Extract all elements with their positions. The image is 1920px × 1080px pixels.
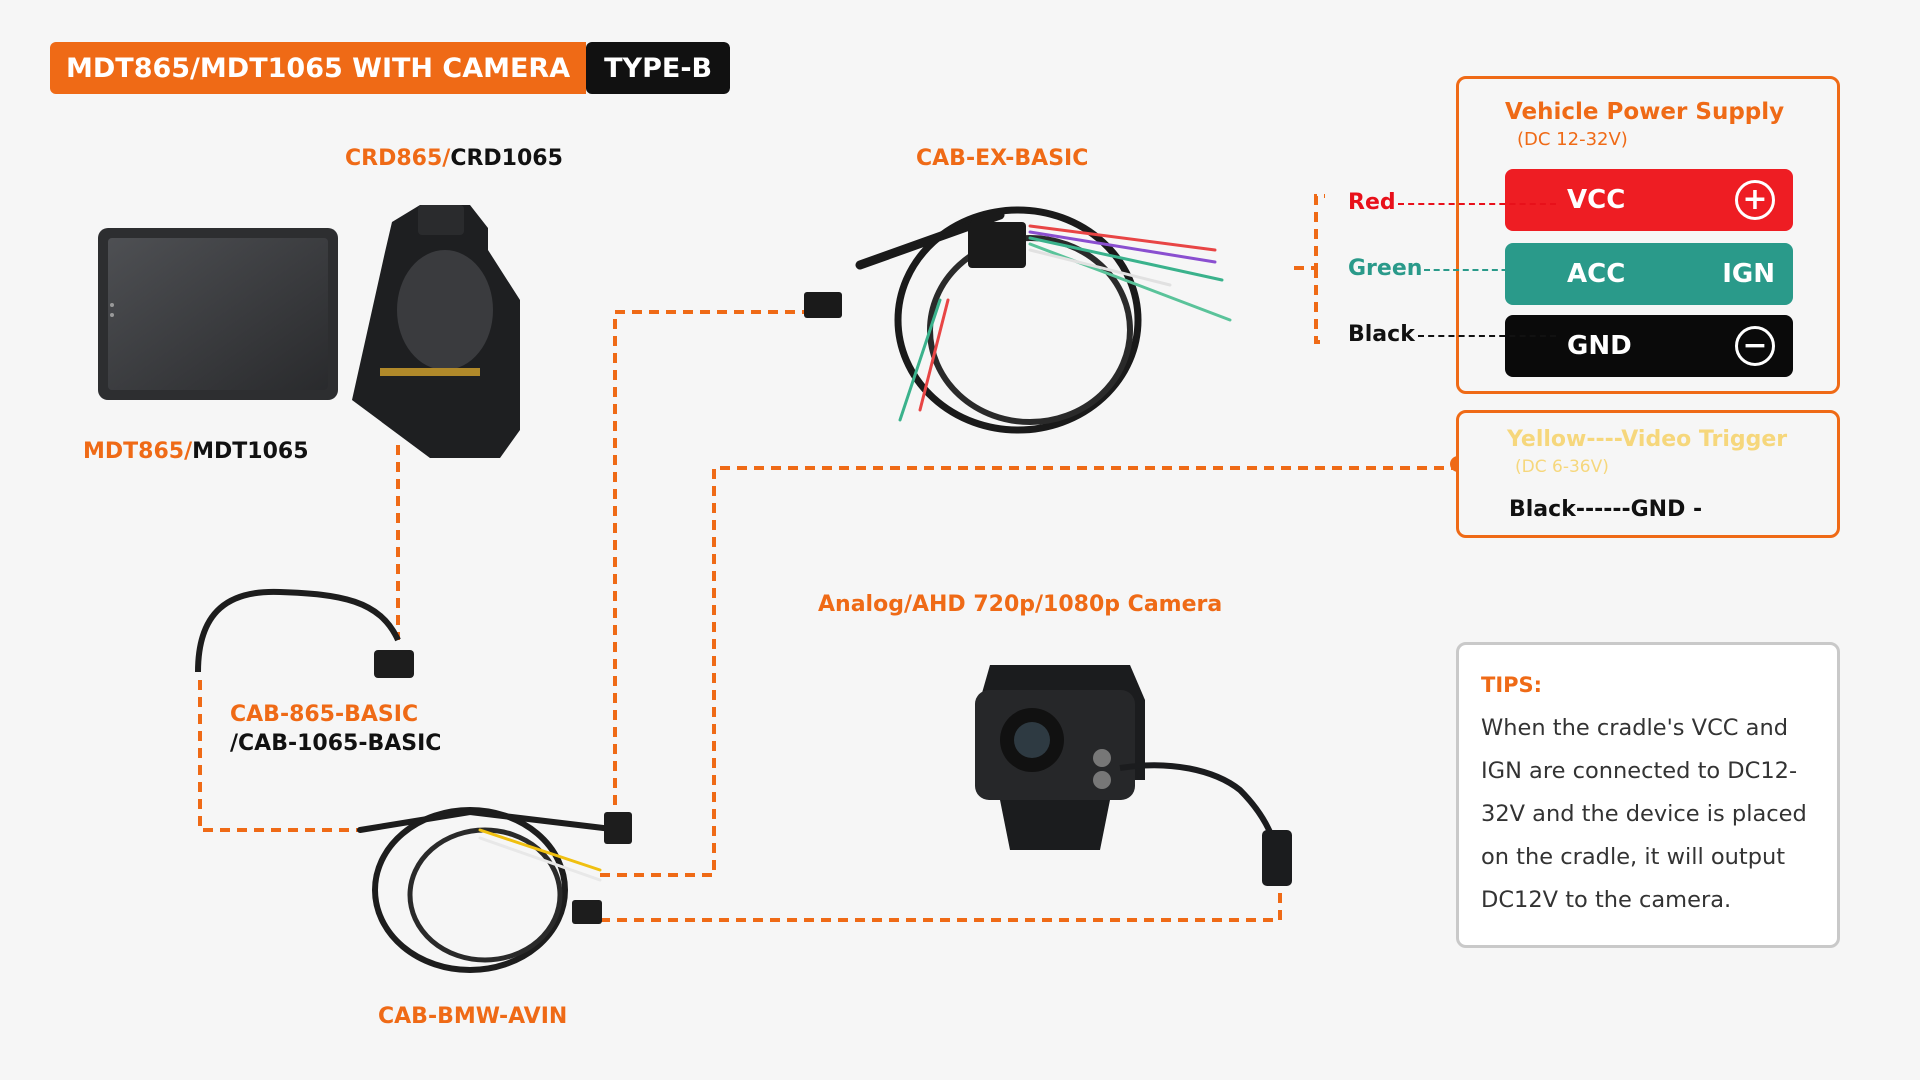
cable-bmw-image xyxy=(357,807,632,973)
acc-pill: ACC IGN xyxy=(1505,243,1793,305)
video-trigger-subtitle: (DC 6-36V) xyxy=(1515,457,1609,477)
gnd-pill: GND − xyxy=(1505,315,1793,377)
tips-body: When the cradle's VCC and IGN are connec… xyxy=(1481,715,1807,913)
link-bmw-to-camera xyxy=(600,885,1282,922)
acc-label: ACC xyxy=(1567,259,1626,289)
wire-green-label: Green xyxy=(1348,256,1423,281)
diagram-title: MDT865/MDT1065 WITH CAMERA TYPE-B xyxy=(50,42,731,94)
video-trigger-title: Yellow----Video Trigger xyxy=(1507,427,1788,452)
link-bmw-to-cabex xyxy=(613,310,804,822)
vcc-label: VCC xyxy=(1567,185,1626,215)
tablet-label: MDT865/MDT1065 xyxy=(83,439,309,464)
wire-red-line xyxy=(1398,203,1556,205)
power-supply-box: Vehicle Power Supply (DC 12-32V) VCC + A… xyxy=(1456,76,1840,394)
cab-865-label: CAB-865-BASIC xyxy=(230,702,419,727)
camera-label: Analog/AHD 720p/1080p Camera xyxy=(818,592,1223,617)
title-badge: TYPE-B xyxy=(586,42,731,94)
cab-1065-label: /CAB-1065-BASIC xyxy=(230,731,442,756)
link-cab865-to-bmw xyxy=(198,680,360,832)
camera-image xyxy=(975,665,1292,886)
cab-bmw-label: CAB-BMW-AVIN xyxy=(378,1004,568,1029)
video-trigger-gnd: Black------GND - xyxy=(1509,497,1703,522)
wire-black-label: Black xyxy=(1348,322,1415,347)
minus-icon: − xyxy=(1735,326,1775,366)
wire-green-line xyxy=(1424,269,1556,271)
tips-heading: TIPS: xyxy=(1481,673,1543,697)
cradle-label: CRD865/CRD1065 xyxy=(345,146,563,171)
bracket-power xyxy=(1294,194,1325,344)
cable-ex-image xyxy=(804,206,1232,434)
wire-red-label: Red xyxy=(1348,190,1396,215)
power-supply-subtitle: (DC 12-32V) xyxy=(1517,129,1628,150)
gnd-label: GND xyxy=(1567,331,1632,361)
power-supply-title: Vehicle Power Supply xyxy=(1505,99,1785,125)
connection-lines xyxy=(198,194,1456,922)
wire-black-line xyxy=(1418,335,1556,337)
cable-865-image xyxy=(195,588,414,678)
tablet-image xyxy=(98,228,338,400)
vcc-pill: VCC + xyxy=(1505,169,1793,231)
video-trigger-box: Yellow----Video Trigger (DC 6-36V) Black… xyxy=(1456,410,1840,538)
link-bmw-to-trigger xyxy=(600,466,1456,877)
title-main: MDT865/MDT1065 WITH CAMERA xyxy=(50,42,587,94)
cab-ex-label: CAB-EX-BASIC xyxy=(916,146,1089,171)
plus-icon: + xyxy=(1735,180,1775,220)
ign-label: IGN xyxy=(1722,259,1775,289)
cradle-image xyxy=(352,205,520,458)
tips-box: TIPS: When the cradle's VCC and IGN are … xyxy=(1456,642,1840,948)
